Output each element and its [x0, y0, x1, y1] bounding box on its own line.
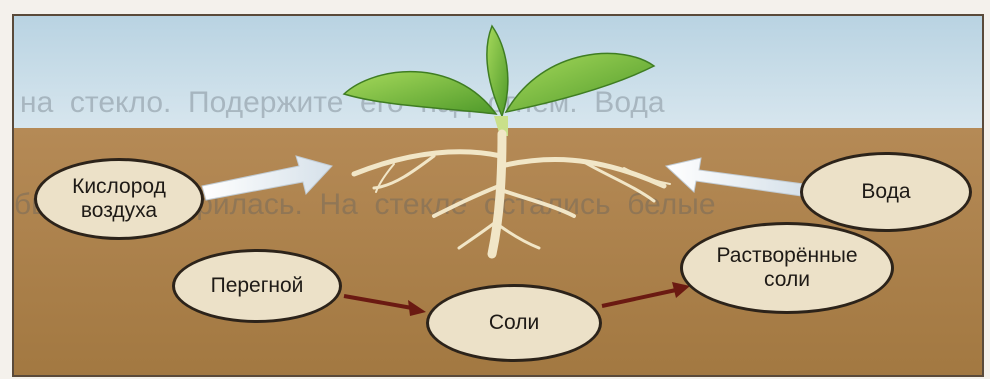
right-leaf — [506, 53, 654, 112]
oxygen-label: Кислород воздуха — [72, 175, 166, 223]
water-oval: Вода — [800, 152, 972, 232]
salts-to-dissolved-arrow — [602, 282, 690, 306]
center-leaf — [487, 26, 508, 116]
dissolved-salts-oval: Растворённые соли — [680, 222, 894, 314]
dissolved-salts-label: Растворённые соли — [716, 244, 857, 292]
humus-oval: Перегной — [172, 249, 342, 323]
plant-roots — [354, 134, 670, 254]
oxygen-oval: Кислород воздуха — [34, 158, 204, 240]
water-arrow — [666, 158, 804, 196]
salts-oval: Соли — [426, 284, 602, 362]
humus-label: Перегной — [211, 274, 304, 298]
left-leaf — [344, 72, 496, 114]
water-label: Вода — [861, 180, 910, 204]
oxygen-arrow — [202, 156, 332, 200]
diagram-frame: на стекло. Подержите его над огнём. Вода… — [12, 14, 984, 377]
salts-label: Соли — [489, 311, 539, 335]
humus-to-salts-arrow — [344, 296, 426, 316]
seedling-leaves — [344, 26, 654, 136]
